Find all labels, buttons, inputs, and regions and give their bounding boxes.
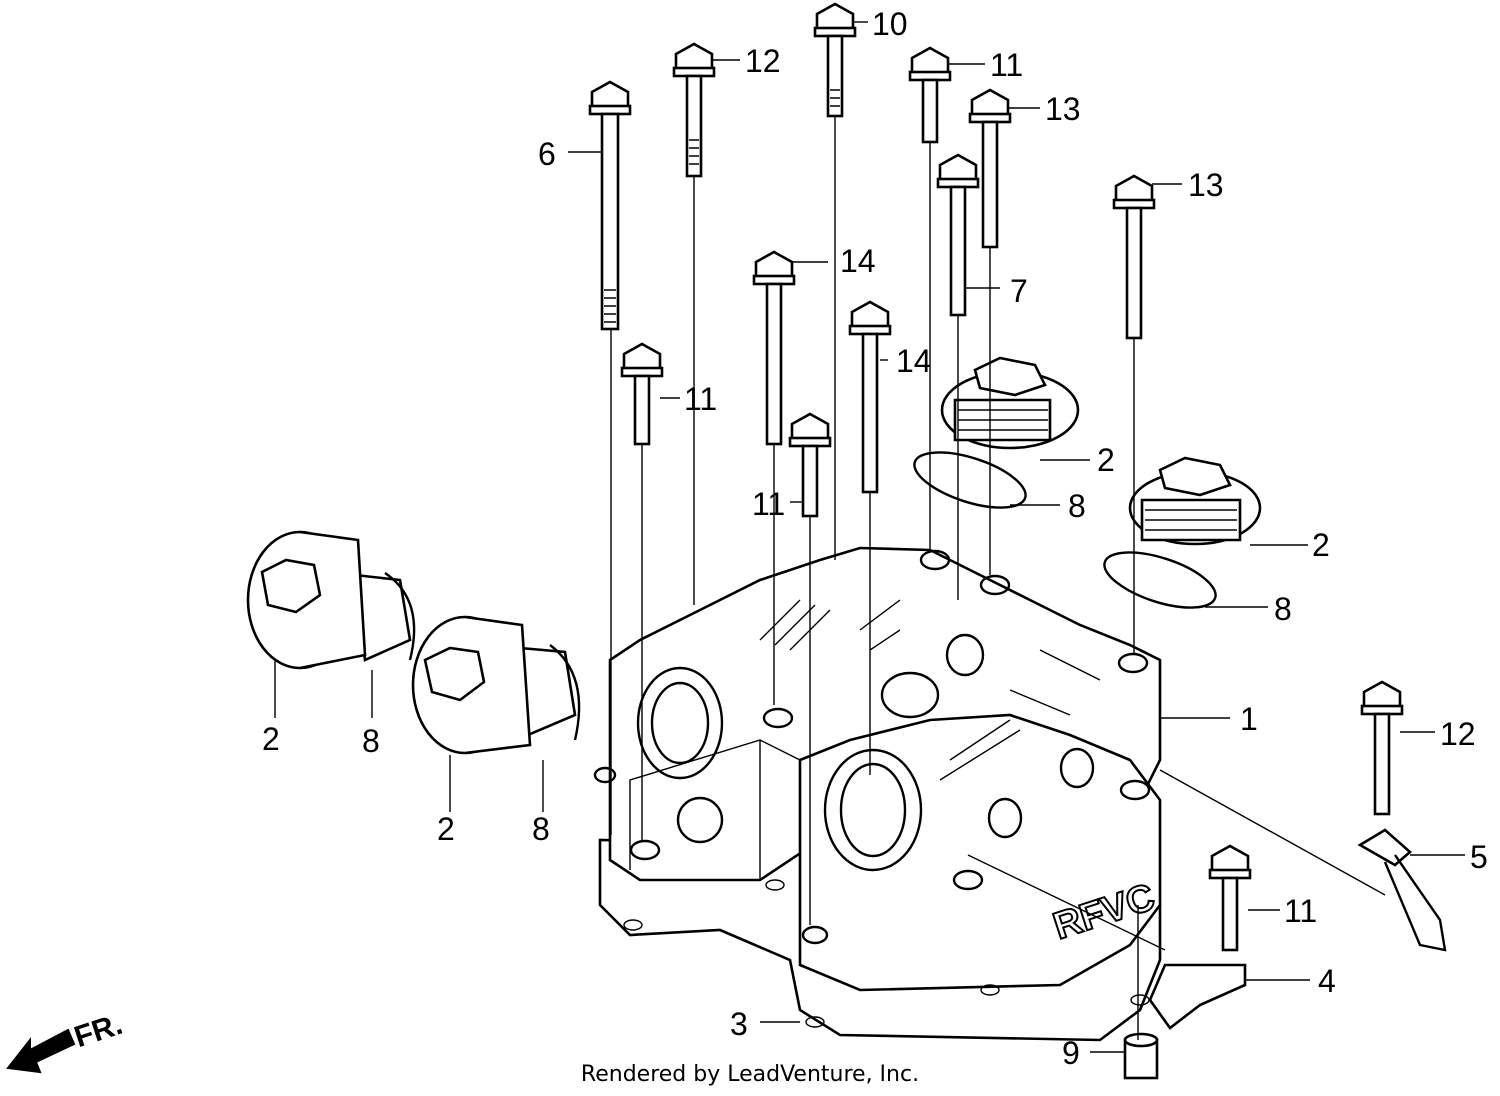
bracket-5 (1357, 828, 1447, 952)
bolt-6 (588, 80, 632, 331)
front-arrow-icon (6, 1028, 76, 1074)
collar-9 (1123, 1032, 1159, 1080)
callout-11-top: 11 (990, 47, 1023, 83)
footer-credit: Rendered by LeadVenture, Inc. (580, 1062, 920, 1087)
cap-top-right (1103, 456, 1262, 609)
callout-9: 9 (1062, 1035, 1080, 1071)
bolt-11-middle (788, 412, 832, 518)
bolt-14-right (848, 300, 892, 494)
callout-11-lower: 11 (1284, 893, 1317, 929)
callout-4: 4 (1318, 963, 1336, 999)
callout-2-top-right: 2 (1312, 527, 1330, 563)
callout-1: 1 (1240, 701, 1258, 737)
callout-8-top-right: 8 (1274, 591, 1292, 627)
callout-13-center: 13 (1045, 91, 1081, 127)
callout-14-left: 14 (840, 243, 876, 279)
cap-left-inner (411, 615, 581, 755)
callout-3: 3 (730, 1006, 748, 1042)
callout-2-left-inner: 2 (437, 811, 455, 847)
callout-12-right: 12 (1440, 716, 1476, 752)
bolt-7 (936, 153, 980, 317)
callout-6: 6 (538, 136, 556, 172)
cap-top-center (913, 356, 1080, 509)
cylinder-head-cover: RFVC (593, 546, 1162, 1042)
callout-numbers: 1 2 2 2 2 3 4 5 6 7 8 8 8 8 9 10 11 11 1… (262, 6, 1488, 1071)
callout-8-top-center: 8 (1068, 488, 1086, 524)
bolt-11-lower (1208, 844, 1252, 952)
callout-2-top-center: 2 (1097, 442, 1115, 478)
callout-10: 10 (872, 6, 908, 42)
bolt-12-right (1360, 680, 1404, 816)
callout-14-right: 14 (896, 343, 932, 379)
callout-8-left-outer: 8 (362, 723, 380, 759)
callout-5: 5 (1470, 839, 1488, 875)
bolt-14-left (752, 250, 796, 446)
bracket-4 (1148, 963, 1247, 1030)
bolt-13-right (1112, 174, 1156, 340)
bolt-11-top (908, 46, 952, 144)
cap-left-outer (246, 530, 416, 670)
leader-lines (274, 21, 1465, 1053)
callout-11-middle: 11 (752, 486, 785, 522)
callout-2-left-outer: 2 (262, 721, 280, 757)
front-label: FR. (70, 1008, 126, 1054)
callout-13-right: 13 (1188, 167, 1224, 203)
callout-12-top: 12 (745, 43, 781, 79)
callout-8-left-inner: 8 (532, 811, 550, 847)
callout-11-left: 11 (684, 381, 717, 417)
callout-7: 7 (1010, 273, 1028, 309)
bolt-12-top (672, 42, 716, 178)
bolt-10 (813, 2, 857, 118)
bolt-11-left (620, 342, 664, 446)
